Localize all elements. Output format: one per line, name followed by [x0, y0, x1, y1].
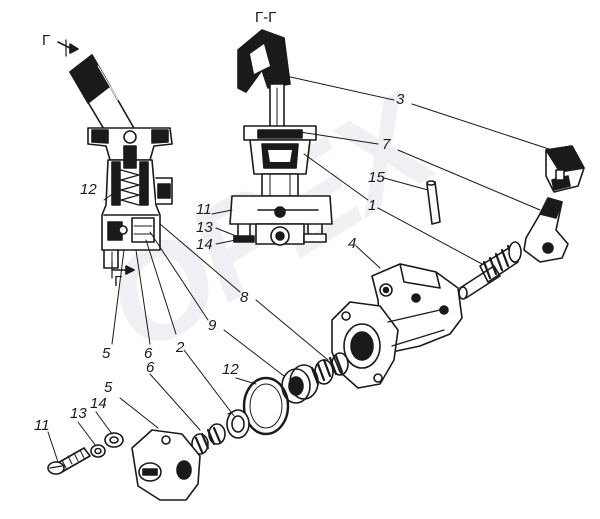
callout-13-bottom: 13 — [70, 405, 87, 422]
callout-5-bottom: 5 — [104, 379, 113, 396]
callout-2: 2 — [176, 339, 185, 356]
part-1-shaft — [458, 241, 522, 300]
callout-13-top: 13 — [196, 219, 213, 236]
callout-11-bottom: 11 — [34, 417, 50, 434]
callout-14-top: 14 — [196, 236, 213, 253]
callout-3: 3 — [396, 91, 405, 108]
part-12-ring — [242, 376, 290, 436]
callout-7: 7 — [382, 136, 391, 153]
callout-14-bottom: 14 — [90, 395, 107, 412]
callout-8: 8 — [240, 289, 249, 306]
callout-6-top: 6 — [144, 345, 153, 362]
valve-assembly-section — [57, 39, 173, 279]
callout-12-bottom: 12 — [222, 361, 239, 378]
section-g-g-view — [229, 29, 333, 246]
part-9-washer — [281, 364, 319, 404]
leader-lines — [47, 75, 553, 463]
part-6-spring — [191, 423, 226, 455]
callout-11-top: 11 — [196, 201, 212, 218]
callout-15: 15 — [368, 169, 385, 186]
part-2-cap — [226, 409, 250, 439]
part-15-pin — [426, 180, 441, 225]
lever-handle — [69, 54, 136, 147]
callout-4: 4 — [348, 235, 357, 252]
callout-1: 1 — [368, 197, 377, 214]
screw-and-washers — [47, 432, 124, 475]
section-title: Г-Г — [255, 9, 277, 26]
section-mark-bottom: Г — [114, 273, 123, 290]
part-5-end-housing — [131, 429, 201, 501]
part-8-spring — [310, 352, 349, 386]
part-4-housing — [331, 263, 463, 389]
part-7-lever-arm — [523, 197, 569, 263]
callout-12-top: 12 — [80, 181, 97, 198]
callout-6-bottom: 6 — [146, 359, 155, 376]
part-3-knob — [545, 145, 585, 193]
callout-5-top: 5 — [102, 345, 111, 362]
callout-9: 9 — [208, 317, 217, 334]
section-mark-top: Г — [42, 32, 51, 49]
